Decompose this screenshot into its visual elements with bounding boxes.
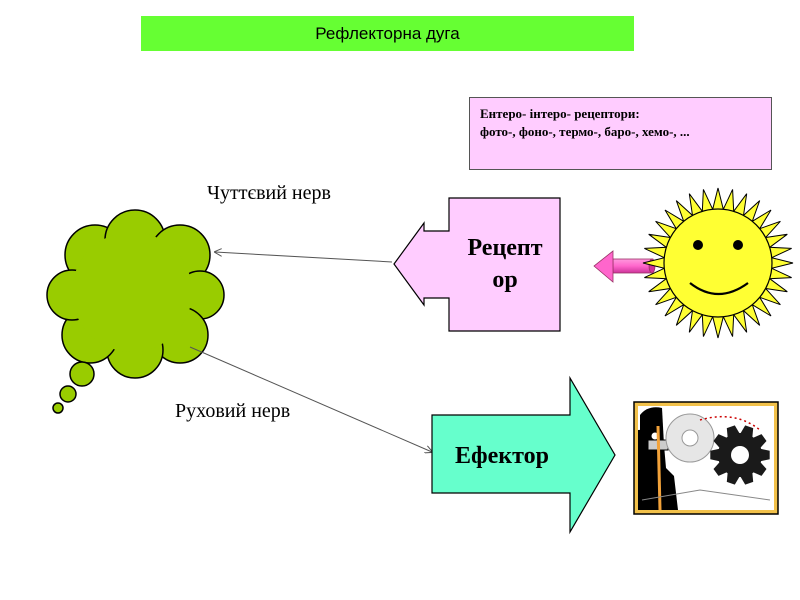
gear-icon — [710, 425, 770, 485]
sun-right-eye — [733, 240, 743, 250]
title-bar: Рефлекторна дуга — [141, 16, 634, 51]
motor-nerve-label: Руховий нерв — [175, 400, 291, 422]
effector-label: Ефектор — [455, 443, 549, 469]
brain-cloud-fill — [72, 232, 192, 352]
title-text: Рефлекторна дуга — [315, 23, 460, 43]
sun — [642, 187, 794, 339]
receptor-label-line-2: ор — [492, 267, 518, 293]
sun-left-eye — [693, 240, 703, 250]
effector-picture — [633, 401, 779, 515]
receptor-label-line-1: Рецепт — [467, 235, 543, 261]
effector-arrow — [431, 375, 616, 535]
sun-smile — [689, 282, 749, 295]
receptor-arrow — [393, 197, 561, 332]
sensory-nerve-line — [215, 252, 393, 263]
receptor-types-line-1: Ентеро- інтеро- рецептори: — [480, 106, 640, 121]
receptor-types-box: Ентеро- інтеро- рецептори: фото-, фоно-,… — [469, 97, 772, 170]
receptor-label: Рецепт ор — [450, 232, 560, 296]
receptor-types-line-2: фото-, фоно-, термо-, баро-, хемо-, ... — [480, 124, 690, 139]
sensory-nerve-label: Чуттєвий нерв — [207, 182, 331, 204]
motor-nerve-line — [189, 346, 432, 452]
